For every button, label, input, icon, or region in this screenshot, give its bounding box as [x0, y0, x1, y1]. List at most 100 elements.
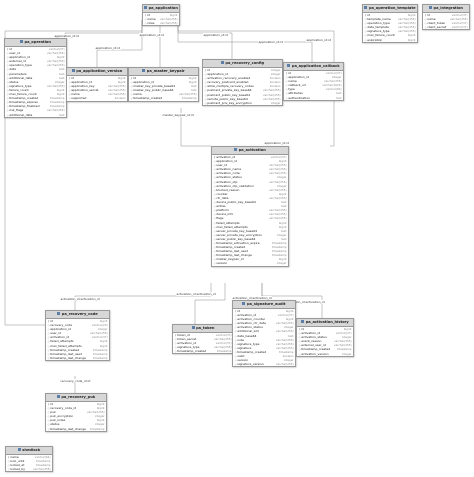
table-header[interactable]: pa_activation_history: [297, 319, 353, 327]
table-header[interactable]: pa_integration: [423, 5, 469, 13]
table-header[interactable]: pa_signature_audit: [233, 301, 295, 309]
table-header[interactable]: pa_operation_template: [363, 5, 417, 13]
table-header[interactable]: pa_application_version: [67, 68, 127, 76]
table-header[interactable]: pa_application: [143, 5, 179, 13]
table-header[interactable]: pa_token: [173, 325, 233, 333]
table-header[interactable]: pa_activation: [212, 147, 288, 155]
table-header[interactable]: pa_recovery_config: [203, 60, 282, 68]
